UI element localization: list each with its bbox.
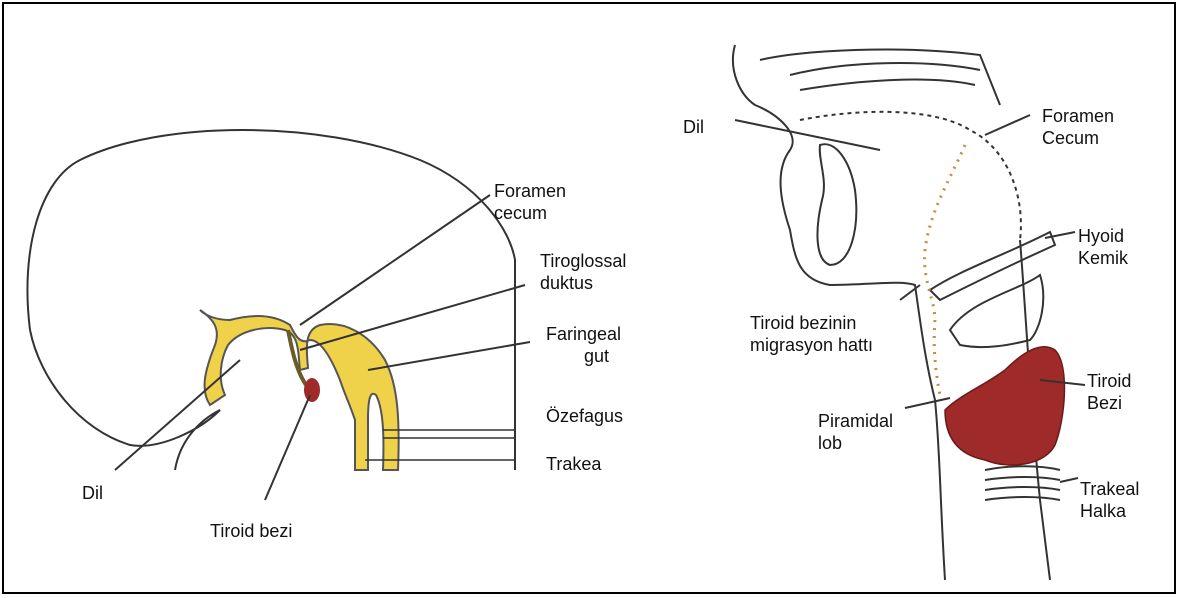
tongue-outline <box>800 112 1021 240</box>
esophagus-lines <box>383 430 515 438</box>
label-tiroglossal-duktus: Tiroglossal duktus <box>540 250 626 294</box>
migration-path <box>925 145 965 395</box>
label-dil-right: Dil <box>683 116 704 138</box>
leader-foramen-cecum <box>300 195 490 325</box>
label-migrasyon-hatti: Tiroid bezinin migrasyon hattı <box>750 312 873 356</box>
pharyngeal-gut-shape <box>200 310 399 470</box>
label-dil-left: Dil <box>82 482 103 504</box>
head-outline <box>27 130 515 470</box>
label-tiroid-bezi-left: Tiroid bezi <box>210 520 292 542</box>
leader-piramidal <box>905 398 950 408</box>
label-ozefagus: Özefagus <box>546 405 623 427</box>
label-foramen-cecum-left: Foramen cecum <box>494 180 566 224</box>
label-trakea: Trakea <box>546 453 601 475</box>
label-piramidal-lob: Piramidal lob <box>818 410 893 454</box>
leader-tiroglossal <box>300 285 525 350</box>
leader-faringeal <box>368 342 530 370</box>
jaw-outline <box>30 330 220 470</box>
label-trakeal-halka: Trakeal Halka <box>1080 478 1139 522</box>
palate <box>760 50 1000 105</box>
left-thyroid-gland <box>304 378 320 402</box>
label-faringeal-gut: Faringeal gut <box>546 323 621 367</box>
leader-tiroid-bezi <box>265 395 310 500</box>
trachea-rings <box>985 466 1060 500</box>
label-hyoid-kemik: Hyoid Kemik <box>1078 225 1128 269</box>
label-tiroid-bezi-right: Tiroid Bezi <box>1087 370 1131 414</box>
leader-trakeal <box>1060 478 1078 482</box>
leader-foramen-right <box>985 115 1030 135</box>
leader-dil-right <box>735 120 880 150</box>
left-embryo-diagram <box>27 130 515 470</box>
label-foramen-cecum-right: Foramen Cecum <box>1042 105 1114 149</box>
right-thyroid-gland <box>945 347 1064 465</box>
leader-dil <box>115 360 240 470</box>
jaw-shape <box>817 144 856 265</box>
